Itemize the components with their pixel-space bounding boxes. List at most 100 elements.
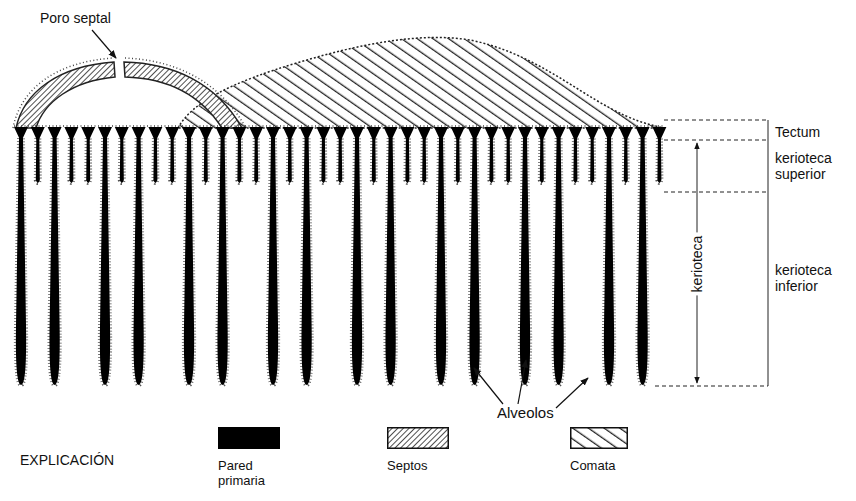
tectum-head: [400, 127, 414, 142]
tectum-line: [14, 125, 664, 127]
tectum-head: [266, 127, 280, 142]
columella: [120, 138, 124, 183]
tectum-head: [283, 127, 297, 142]
tectum-head: [14, 127, 28, 142]
tectum-head: [98, 127, 112, 142]
legend-title: EXPLICACIÓN: [20, 452, 114, 468]
columella: [637, 138, 647, 385]
tectum-head: [501, 127, 515, 142]
columella: [540, 138, 544, 183]
columella-dots: [604, 138, 614, 385]
columella: [456, 138, 460, 183]
columella: [422, 138, 426, 183]
columella: [254, 138, 258, 183]
columella: [204, 138, 208, 183]
columella-dots: [204, 138, 208, 183]
columella-dots: [624, 138, 628, 183]
columella: [153, 138, 157, 183]
columella-dots: [436, 138, 446, 385]
columella: [100, 138, 110, 385]
columella-dots: [338, 138, 342, 183]
columella: [573, 138, 577, 183]
part-label: Poro septal: [40, 10, 111, 26]
tectum-head: [384, 127, 398, 142]
columella: [657, 138, 661, 183]
columella: [49, 138, 59, 385]
columella-dots: [372, 138, 376, 183]
tectum-head: [350, 127, 364, 142]
legend-swatch: [570, 427, 628, 449]
septum-dots: [13, 58, 246, 128]
tectum-head: [64, 127, 78, 142]
columella: [352, 138, 362, 385]
tectum-head: [552, 127, 566, 142]
columella: [405, 138, 409, 183]
columella: [288, 138, 292, 183]
dimension-lines: [655, 120, 768, 386]
columella: [170, 138, 174, 183]
columella-dots: [153, 138, 157, 183]
columella: [133, 138, 143, 385]
legend-label: Comata: [570, 458, 616, 473]
part-label: Alveolos: [497, 405, 554, 421]
tectum-head: [417, 127, 431, 142]
columella-dots: [184, 138, 194, 385]
tectum-head: [199, 127, 213, 142]
septum-right: [124, 62, 242, 128]
columella: [184, 138, 194, 385]
columella-dots: [637, 138, 647, 385]
columella-dots: [86, 138, 90, 183]
tectum-head: [115, 127, 129, 142]
tectum-head: [165, 127, 179, 142]
tectum-head: [232, 127, 246, 142]
columella: [237, 138, 241, 183]
columella-dots: [489, 138, 493, 183]
tectum-head: [585, 127, 599, 142]
columella-dots: [422, 138, 426, 183]
columellae: [14, 127, 666, 385]
septum-left: [16, 62, 115, 128]
columella-dots: [120, 138, 124, 183]
columella: [553, 138, 563, 385]
tectum-head: [619, 127, 633, 142]
columella: [469, 138, 479, 385]
columella: [624, 138, 628, 183]
tectum-head: [249, 127, 263, 142]
tectum-head: [333, 127, 347, 142]
comata: [178, 37, 664, 128]
columella-dots: [170, 138, 174, 183]
columella-dots: [590, 138, 594, 183]
columella-dots: [268, 138, 278, 385]
tectum-head: [31, 127, 45, 142]
tectum-head: [451, 127, 465, 142]
tectum-head: [535, 127, 549, 142]
columella-dots: [100, 138, 110, 385]
tectum-head: [468, 127, 482, 142]
columella-dots: [217, 138, 227, 385]
columella-dots: [573, 138, 577, 183]
columella-dots: [301, 138, 311, 385]
columella-dots: [657, 138, 661, 183]
tectum-head: [216, 127, 230, 142]
columella: [520, 138, 530, 385]
columella: [590, 138, 594, 183]
columella: [86, 138, 90, 183]
tectum-head: [367, 127, 381, 142]
columella: [506, 138, 510, 183]
columella: [385, 138, 395, 385]
tectum-head: [300, 127, 314, 142]
columella: [268, 138, 278, 385]
tectum-head: [81, 127, 95, 142]
columella: [489, 138, 493, 183]
columella-dots: [540, 138, 544, 183]
tectum-head: [568, 127, 582, 142]
layer-label: kerioteca inferior: [775, 262, 847, 294]
columella-dots: [456, 138, 460, 183]
columella-dots: [69, 138, 73, 183]
columella-dots: [352, 138, 362, 385]
columella-dots: [385, 138, 395, 385]
legend-label: Septos: [387, 458, 427, 473]
columella-dots: [520, 138, 530, 385]
tectum-head: [316, 127, 330, 142]
